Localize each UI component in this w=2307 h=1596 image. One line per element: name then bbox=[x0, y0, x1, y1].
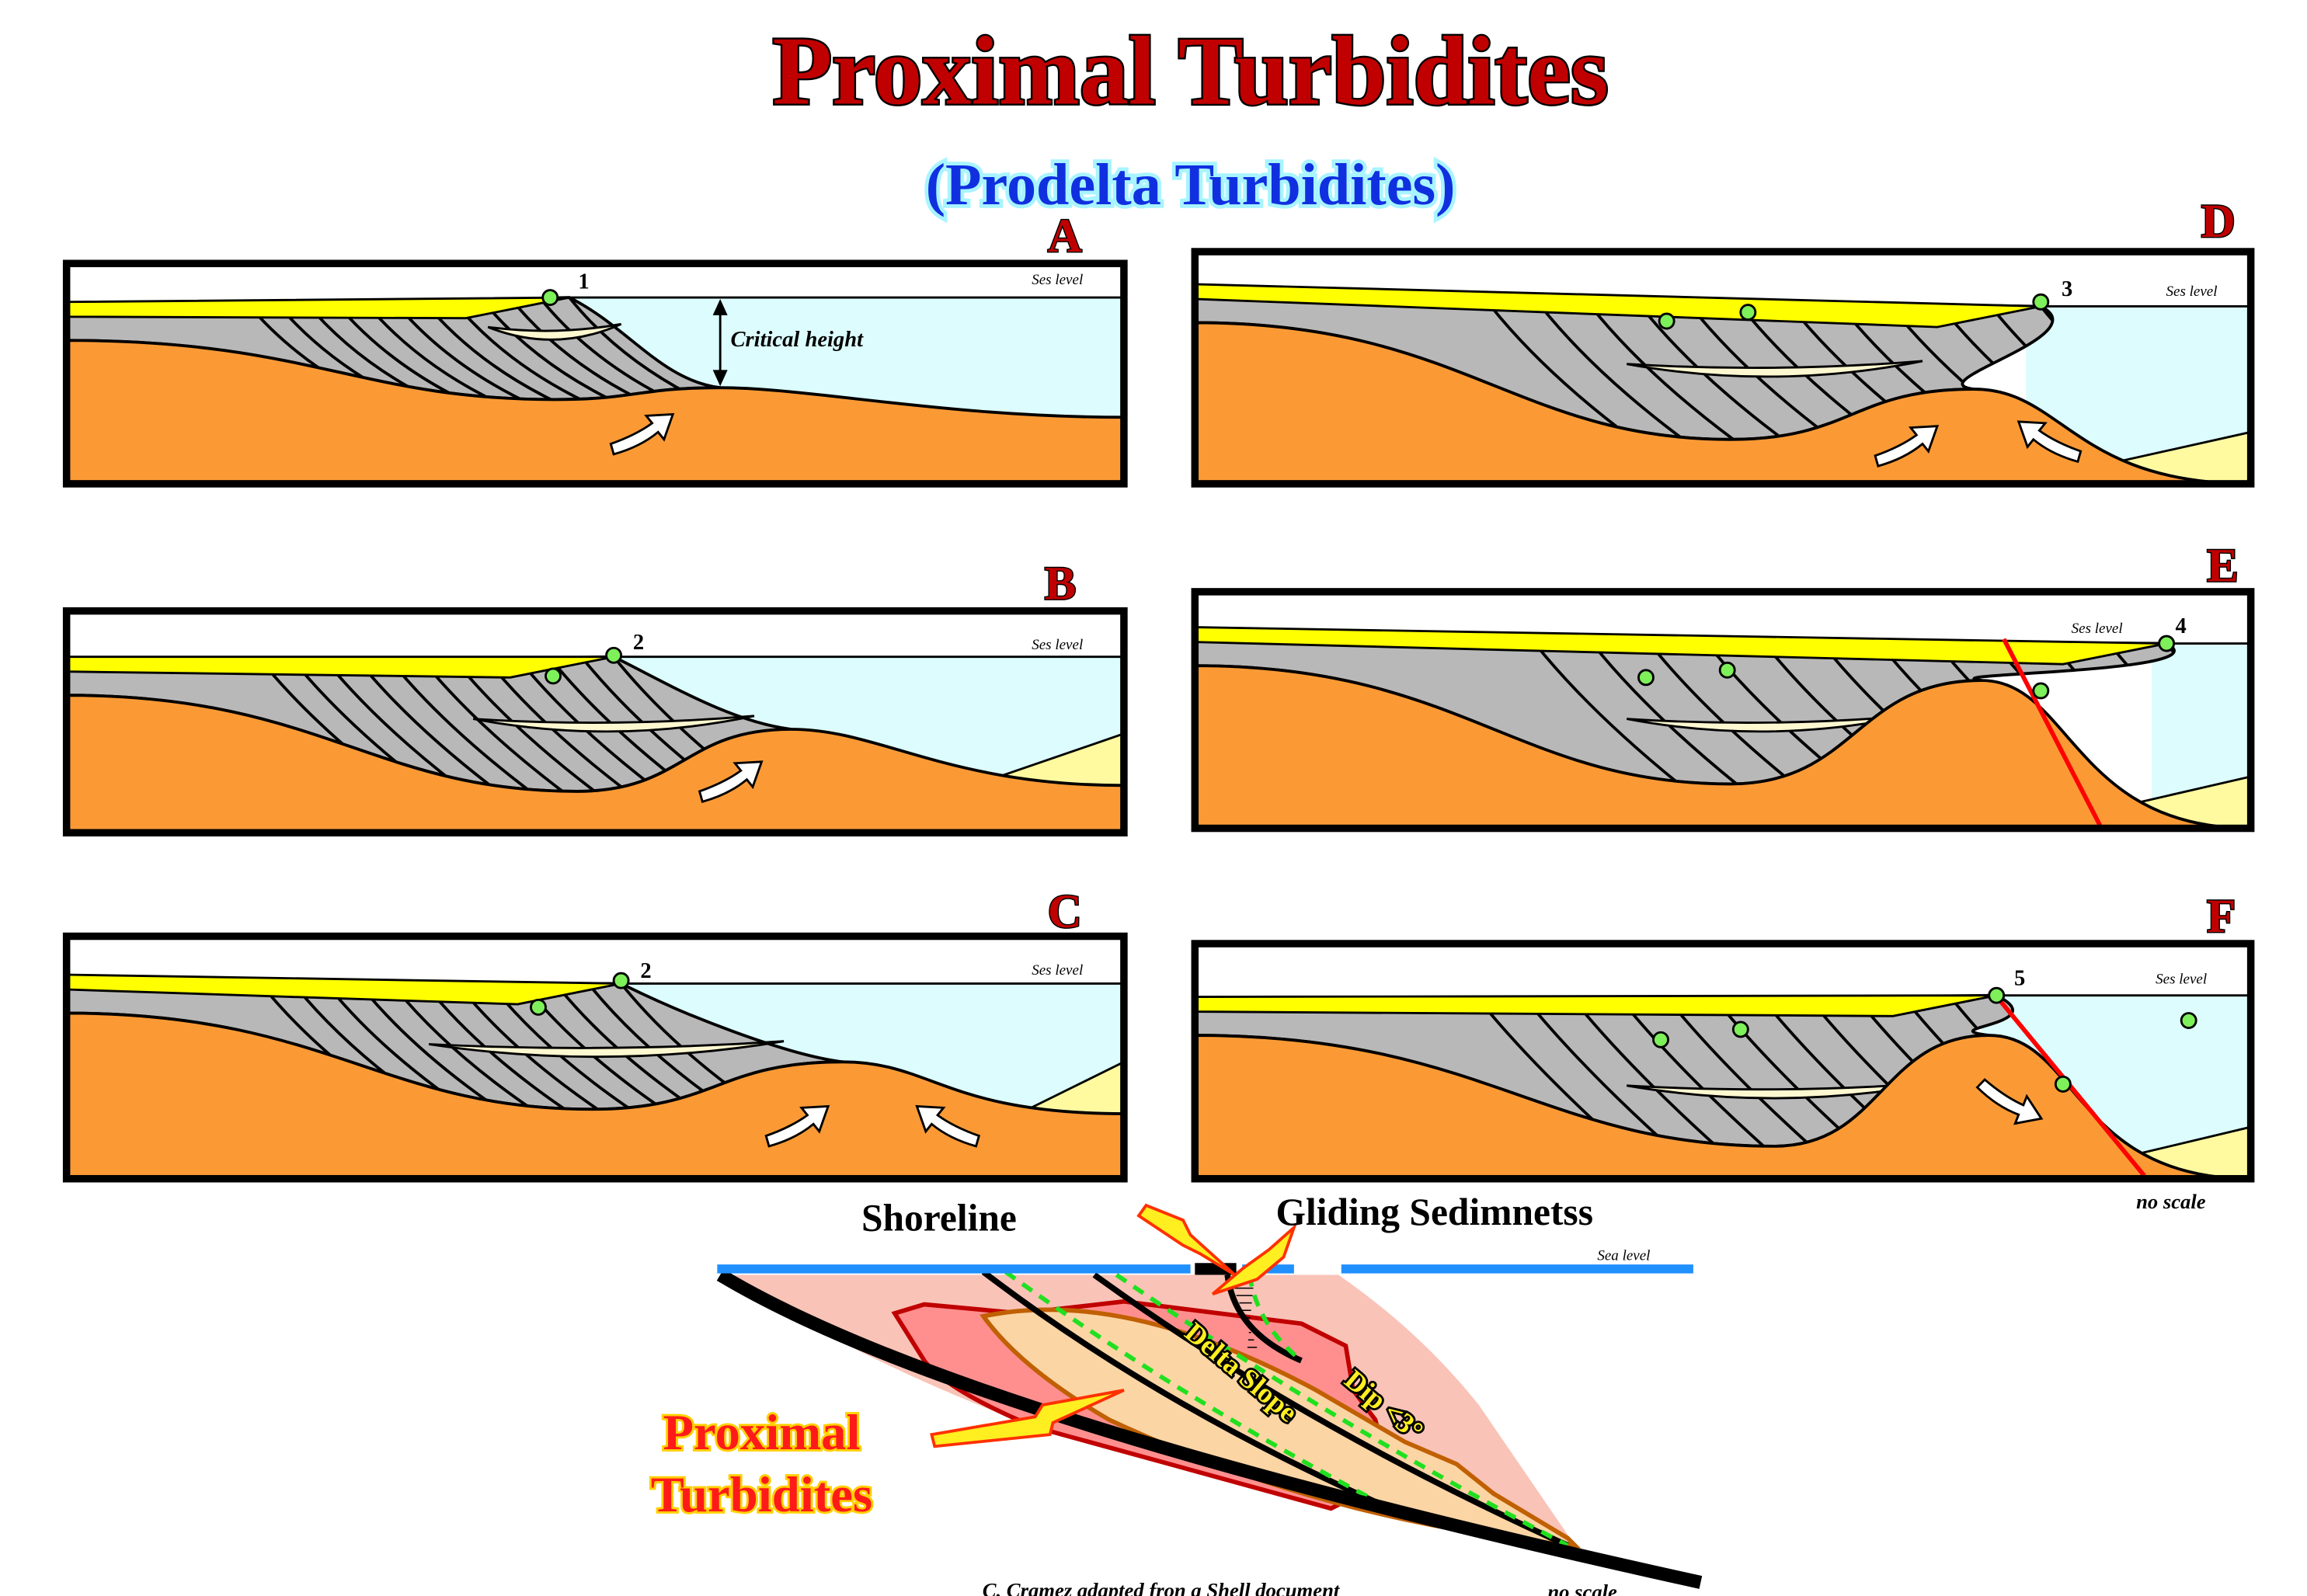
basal-surface bbox=[716, 1269, 1703, 1589]
panel-label: A bbox=[1048, 210, 1082, 263]
flow-arrow-icon bbox=[2016, 420, 2083, 464]
basement bbox=[64, 694, 1126, 835]
flow-arrow-icon bbox=[915, 1104, 981, 1148]
panel-frame bbox=[62, 259, 1128, 488]
shelf-break-point bbox=[2054, 1075, 2072, 1093]
clinoform-line bbox=[2107, 642, 2175, 784]
turbidite-lens bbox=[428, 1040, 785, 1059]
flow-arrow-icon bbox=[764, 1104, 830, 1148]
clinoform-line bbox=[508, 297, 673, 400]
slide-plane bbox=[1092, 1272, 1569, 1549]
shelf-break-point bbox=[1658, 312, 1675, 330]
lightning-arrow-icon bbox=[930, 1389, 1125, 1448]
glide-surface-dashed bbox=[1115, 1273, 1569, 1548]
growth-fault bbox=[2002, 638, 2102, 827]
panel-e: 4 Ses level bbox=[1191, 588, 2255, 833]
shoreline-label: Shoreline bbox=[861, 1196, 1017, 1239]
flow-arrow-icon bbox=[698, 760, 764, 804]
growth-fault bbox=[1997, 998, 2146, 1177]
sea-level-label: Ses level bbox=[2166, 283, 2218, 300]
panel-frame bbox=[1191, 248, 2255, 488]
slide-plane bbox=[981, 1269, 1392, 1511]
basement bbox=[1193, 321, 2251, 485]
shelf-break-point bbox=[1988, 986, 2006, 1004]
shelf-break-point bbox=[1731, 1021, 1749, 1038]
sea-level-label: Sea level bbox=[1597, 1247, 1650, 1264]
shelf-break-point bbox=[1652, 1031, 1669, 1048]
panel-f: 5 Ses level bbox=[1191, 940, 2255, 1183]
gliding-sediments-label: Gliding Sedimnetss bbox=[1275, 1191, 1592, 1233]
panel-b: 2 Ses level bbox=[62, 607, 1128, 836]
proximal-label: Proximal bbox=[663, 1405, 860, 1461]
flow-arrow-icon bbox=[1874, 425, 1940, 468]
flow-arrow-icon bbox=[1975, 1078, 2044, 1125]
clinoform-line bbox=[538, 297, 703, 400]
shelf-break-point bbox=[612, 972, 630, 989]
basement bbox=[1193, 664, 2251, 830]
shelf-break-point bbox=[1637, 669, 1655, 687]
clinoform-line bbox=[1947, 995, 2013, 1146]
panel-label: B bbox=[1045, 558, 1077, 610]
clinoform-line bbox=[1591, 642, 1756, 784]
shelf-break-point bbox=[605, 646, 623, 664]
sea-level-label: Ses level bbox=[1032, 272, 1083, 288]
clinoform-line bbox=[1589, 305, 1755, 440]
lightning-arrow-icon bbox=[1136, 1203, 1236, 1277]
shelf-break-point bbox=[1739, 304, 1757, 322]
shelf-break-point bbox=[2032, 682, 2050, 700]
turbidite-lens bbox=[487, 322, 622, 341]
panel-frame bbox=[62, 932, 1128, 1183]
clinoform-line bbox=[478, 297, 644, 400]
flow-arrow-icon bbox=[609, 412, 675, 456]
glide-surface-dashed bbox=[1247, 1274, 1303, 1363]
panel-label: D bbox=[2201, 196, 2236, 248]
panel-frame bbox=[1191, 940, 2255, 1183]
clinoform-line bbox=[1989, 305, 2053, 440]
credit-text: C. Cramez adapted fron a Shell document bbox=[983, 1579, 1341, 1596]
panel-frame bbox=[1191, 588, 2255, 833]
turbidites-label: Turbidites bbox=[651, 1467, 872, 1523]
shelf-break-number: 3 bbox=[2062, 277, 2072, 301]
sea-level-label: Ses level bbox=[1032, 637, 1083, 653]
shelf-break-point bbox=[2158, 635, 2176, 652]
sea-level-label: Ses level bbox=[1032, 962, 1083, 979]
panel-c: 2 Ses level bbox=[62, 932, 1128, 1183]
shelf-sand bbox=[1193, 994, 1997, 1017]
turbidite-lens bbox=[472, 715, 755, 733]
shelf-break-point bbox=[1718, 661, 1736, 679]
shelf-break-point bbox=[2180, 1012, 2197, 1029]
shelf-break-point bbox=[530, 998, 547, 1016]
critical-height-label: Critical height bbox=[731, 328, 865, 352]
sea-level-label: Ses level bbox=[2072, 621, 2123, 637]
clinoform-line bbox=[1533, 642, 1699, 784]
shelf-break-number: 5 bbox=[2014, 966, 2025, 990]
clinoform-line bbox=[568, 297, 721, 400]
scale-note: no scale bbox=[1547, 1580, 1617, 1596]
basement bbox=[64, 339, 1126, 485]
panel-d: 3 Ses level bbox=[1191, 248, 2255, 488]
clinoform-line bbox=[1540, 305, 1705, 440]
shelf-break-point bbox=[541, 289, 559, 306]
figure-subtitle: (Prodelta Turbidites) bbox=[926, 152, 1456, 217]
shelf-break-number: 1 bbox=[578, 270, 589, 294]
panel-frame bbox=[62, 607, 1128, 836]
sea-level-label: Ses level bbox=[2156, 971, 2207, 987]
panel-label: C bbox=[1048, 886, 1082, 938]
basement bbox=[64, 1011, 1126, 1180]
panels-scale-note: no scale bbox=[2136, 1190, 2206, 1213]
lightning-arrow-icon bbox=[1211, 1222, 1298, 1296]
panel-label: E bbox=[2207, 541, 2239, 593]
shelf-break-number: 2 bbox=[640, 959, 651, 983]
shelf-break-number: 2 bbox=[633, 631, 644, 655]
shelf-break-number: 4 bbox=[2176, 614, 2187, 638]
panel-label: F bbox=[2207, 891, 2236, 943]
shelf-break-point bbox=[545, 667, 562, 685]
turbidite-lens bbox=[1626, 360, 1923, 378]
shelf-break-point bbox=[2032, 293, 2050, 311]
figure-title: Proximal Turbidites bbox=[772, 18, 1608, 126]
